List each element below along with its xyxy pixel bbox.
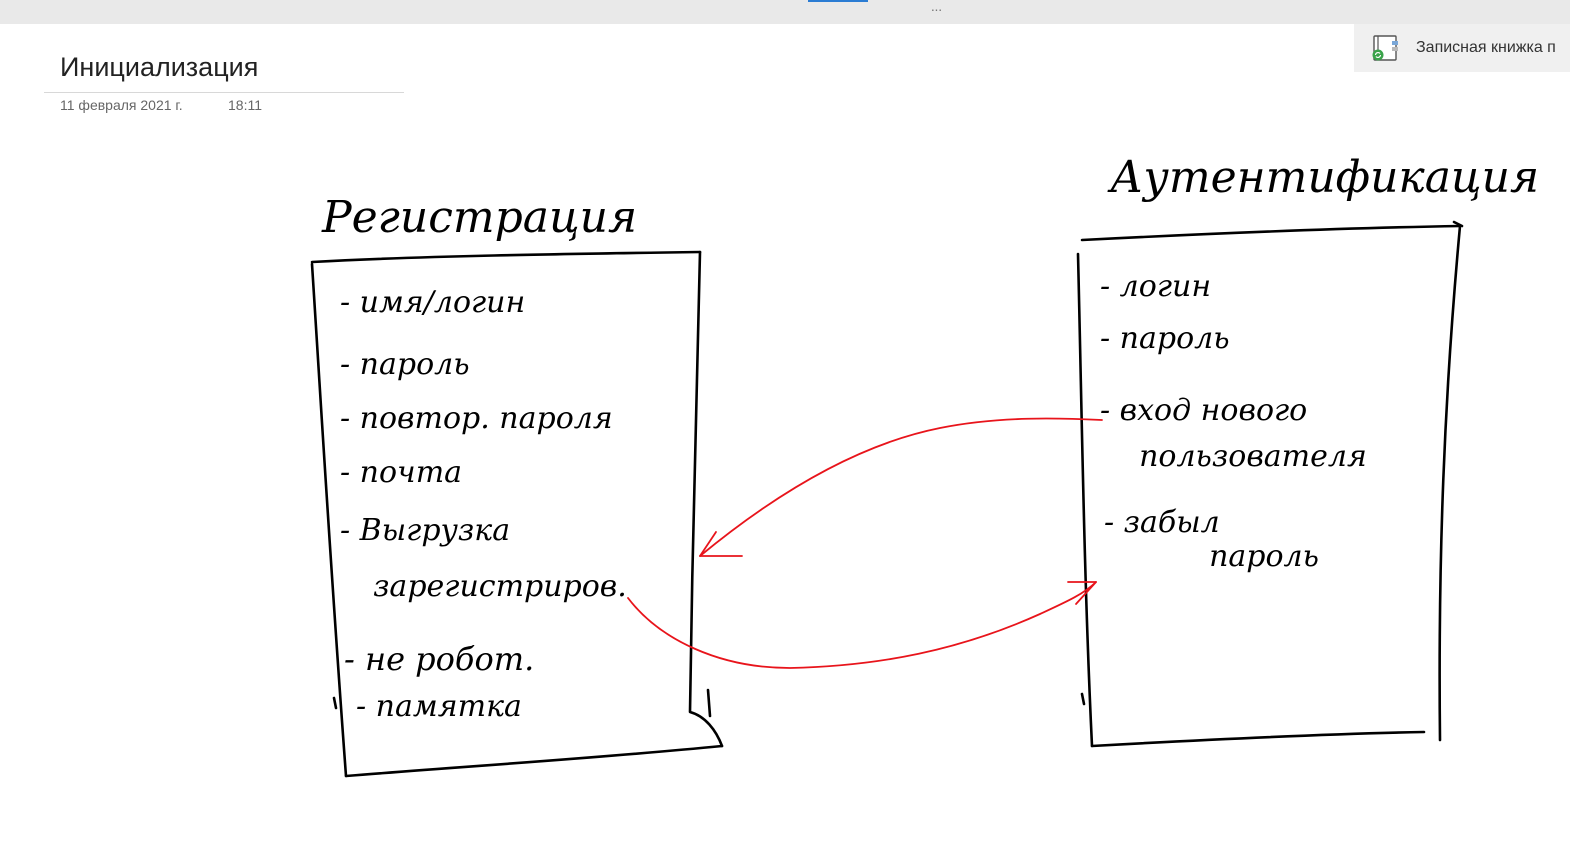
page-time: 18:11: [228, 97, 262, 113]
registration-item: - имя/логин: [340, 285, 525, 320]
title-divider: [44, 92, 404, 93]
authentication-item: - логин: [1100, 269, 1211, 304]
registration-item: - не робот.: [344, 640, 534, 678]
registration-item: - повтор. пароля: [340, 401, 613, 436]
authentication-item: - пароль: [1100, 321, 1230, 356]
authentication-item: пользователя: [1120, 439, 1367, 474]
more-options-button[interactable]: ···: [930, 1, 943, 17]
authentication-item: пароль: [1190, 539, 1319, 574]
authentication-box: [1076, 220, 1464, 748]
notebook-sync-icon: [1372, 35, 1398, 61]
authentication-item: - вход нового: [1100, 393, 1307, 428]
arrow-to-registration: [699, 417, 1103, 557]
page-title[interactable]: Инициализация: [60, 52, 259, 82]
arrow-to-authentication: [627, 581, 1097, 669]
registration-item: - Выгрузка: [340, 513, 510, 548]
notebook-switcher[interactable]: Записная книжка п: [1354, 24, 1570, 72]
registration-item: - памятка: [356, 689, 522, 724]
top-bar: ···: [0, 0, 1570, 24]
registration-item: - пароль: [340, 347, 470, 382]
page-date: 11 февраля 2021 г.: [60, 97, 183, 113]
active-tab-indicator: [808, 0, 868, 2]
authentication-heading: Аутентификация: [1107, 152, 1539, 203]
notebook-label: Записная книжка п: [1416, 39, 1556, 56]
registration-item: зарегистриров.: [354, 569, 627, 604]
registration-item: - почта: [340, 455, 462, 490]
registration-heading: Регистрация: [321, 192, 637, 243]
registration-box: [310, 250, 724, 778]
authentication-item: - забыл: [1104, 505, 1220, 540]
